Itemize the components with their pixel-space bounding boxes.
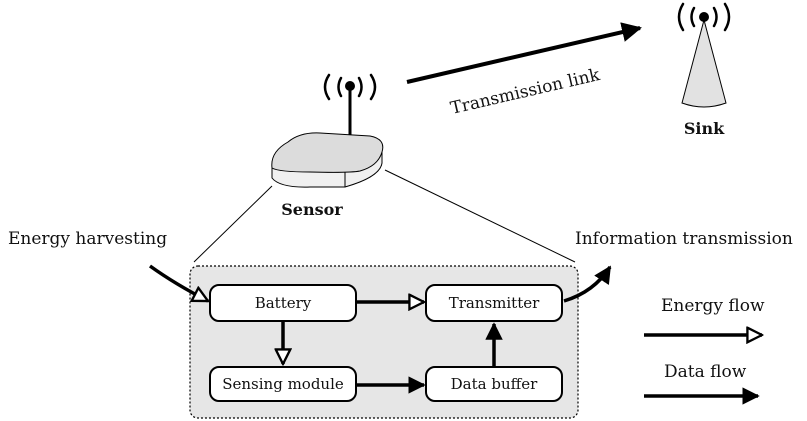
energy-harvesting-arrow [148,264,208,303]
transmission-link-arrow [406,22,642,84]
transmitter-block: Transmitter [425,284,563,322]
data-buffer-label: Data buffer [451,375,539,393]
sensor-node-icon [271,73,384,188]
legend-energy-flow-label: Energy flow [661,296,765,316]
legend-data-flow-label: Data flow [664,362,747,382]
energy-harvesting-label: Energy harvesting [8,229,167,249]
battery-block: Battery [209,284,357,322]
sink-label: Sink [684,119,725,138]
data-buffer-block: Data buffer [425,366,563,402]
transmission-link-label: Transmission link [449,65,603,119]
sensor-label: Sensor [281,200,343,219]
sink-tower-icon [677,2,731,108]
transmitter-label: Transmitter [449,294,540,312]
zoom-line-right [384,169,576,263]
sensing-module-block: Sensing module [209,366,357,402]
sensing-module-label: Sensing module [222,375,344,393]
battery-label: Battery [255,294,312,312]
information-transmission-label: Information transmission [575,229,793,249]
zoom-line-left [193,185,273,263]
information-transmission-arrow [563,265,612,303]
